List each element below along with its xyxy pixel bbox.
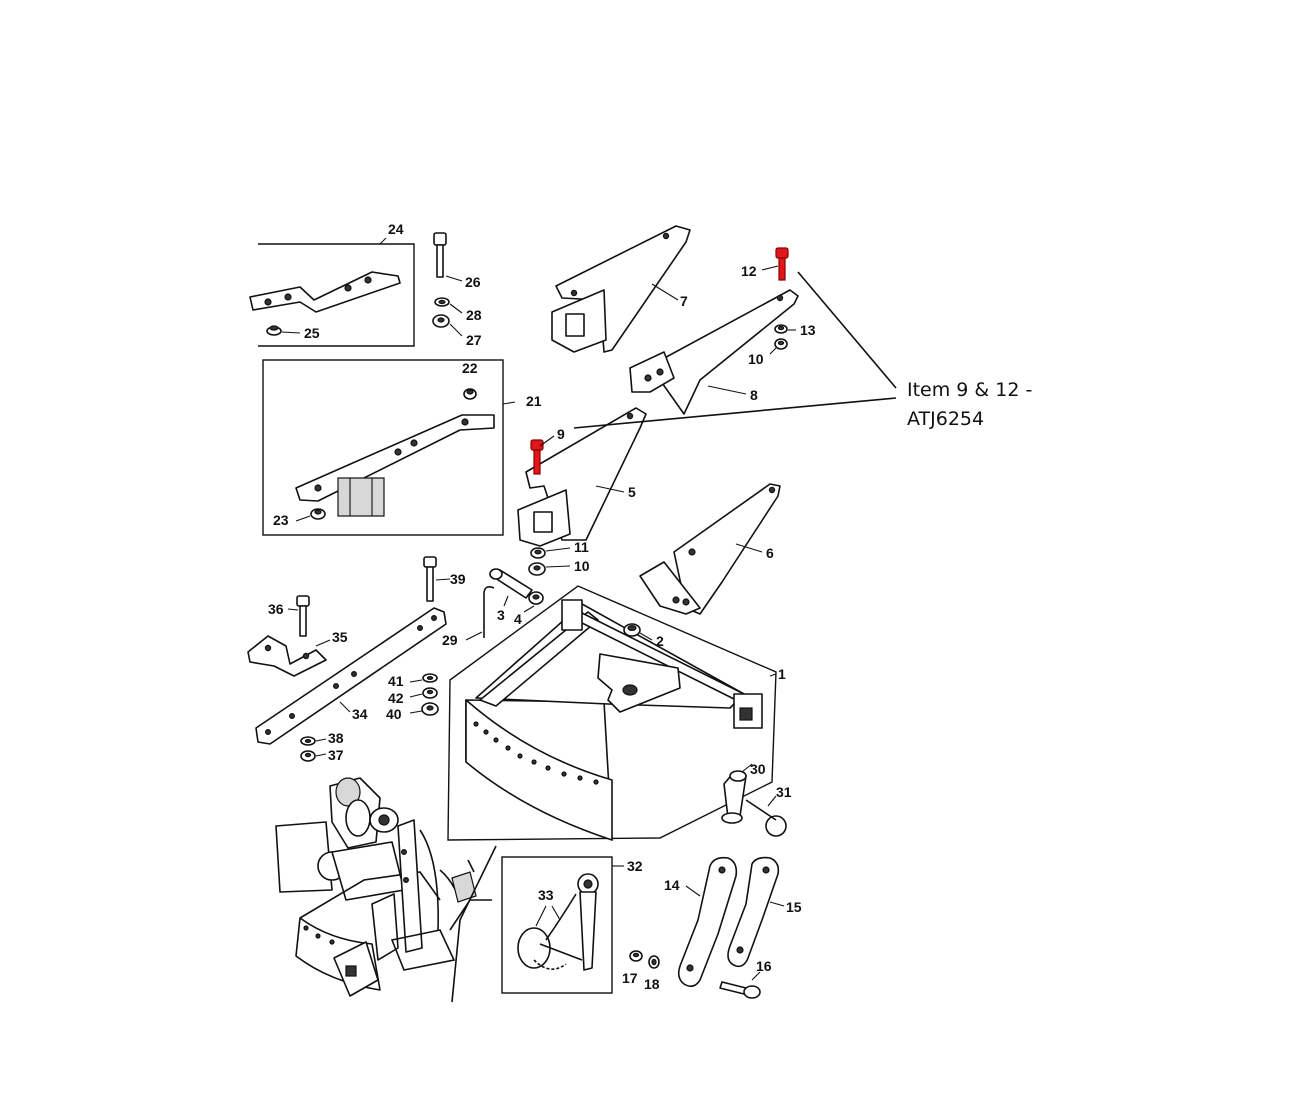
- label-42: 42: [388, 690, 404, 706]
- parts-34-35-36-39: [247, 556, 451, 745]
- label-10b: 10: [574, 558, 590, 574]
- label-24: 24: [388, 221, 404, 237]
- label-32: 32: [627, 858, 643, 874]
- label-39: 39: [450, 571, 466, 587]
- nuts-37-38: [300, 736, 327, 762]
- label-17: 17: [622, 970, 638, 986]
- label-21: 21: [526, 393, 542, 409]
- label-27: 27: [466, 332, 482, 348]
- label-16: 16: [756, 958, 772, 974]
- label-7: 7: [680, 293, 688, 309]
- label-25: 25: [304, 325, 320, 341]
- part-group-21: [262, 359, 516, 536]
- label-1: 1: [778, 666, 786, 682]
- label-10a: 10: [748, 351, 764, 367]
- part-16-bolt: [719, 971, 761, 999]
- parts-30-31: [721, 763, 787, 837]
- label-11: 11: [574, 539, 589, 555]
- label-28: 28: [466, 307, 482, 323]
- part-14-strap: [677, 856, 738, 988]
- label-34: 34: [352, 706, 368, 722]
- label-33: 33: [538, 887, 554, 903]
- label-26: 26: [465, 274, 481, 290]
- parts-3-4-29: [465, 568, 544, 641]
- part-group-24: [249, 232, 463, 347]
- label-29: 29: [442, 632, 458, 648]
- label-14: 14: [664, 877, 680, 893]
- label-31: 31: [776, 784, 792, 800]
- bolt-12-highlighted: [761, 247, 789, 281]
- callout-line-1: Item 9 & 12 -: [907, 379, 1032, 401]
- label-13: 13: [800, 322, 816, 338]
- label-15: 15: [786, 899, 802, 915]
- nuts-13-10: [769, 324, 796, 355]
- nuts-40-41-42: [409, 673, 439, 716]
- label-36: 36: [268, 601, 284, 617]
- label-41: 41: [388, 673, 404, 689]
- nuts-17-18: [629, 950, 660, 969]
- label-23: 23: [273, 512, 289, 528]
- label-30: 30: [750, 761, 766, 777]
- label-3: 3: [497, 607, 505, 623]
- callout-line-2: ATJ6254: [907, 408, 984, 430]
- label-37: 37: [328, 747, 344, 763]
- part-7-bracket: [551, 225, 691, 353]
- bolt-9-highlighted: [530, 435, 555, 475]
- tractor-holes: [303, 925, 335, 945]
- callout-note: Item 9 & 12 - ATJ6254: [907, 379, 1032, 430]
- nuts-11-10: [528, 547, 571, 576]
- part-group-32: [501, 856, 624, 994]
- part-labels: 24 26 28 27 25 22 21 23 7 12 13 10 8 9 5…: [268, 221, 816, 992]
- label-38: 38: [328, 730, 344, 746]
- tractor-rear-assembly: [275, 777, 497, 1003]
- label-9: 9: [557, 426, 565, 442]
- label-2: 2: [656, 633, 664, 649]
- callout-leaders: [573, 271, 897, 429]
- label-18: 18: [644, 976, 660, 992]
- part-6-bracket: [639, 483, 781, 615]
- part-1-frame: [447, 585, 777, 841]
- label-12: 12: [741, 263, 757, 279]
- frame-holes: [473, 721, 599, 785]
- label-5: 5: [628, 484, 636, 500]
- label-4: 4: [514, 611, 522, 627]
- label-35: 35: [332, 629, 348, 645]
- label-22: 22: [462, 360, 478, 376]
- label-8: 8: [750, 387, 758, 403]
- part-8-bracket: [629, 289, 799, 415]
- label-6: 6: [766, 545, 774, 561]
- label-40: 40: [386, 706, 402, 722]
- part-5-bracket: [517, 407, 647, 547]
- part-15-strap: [727, 856, 785, 968]
